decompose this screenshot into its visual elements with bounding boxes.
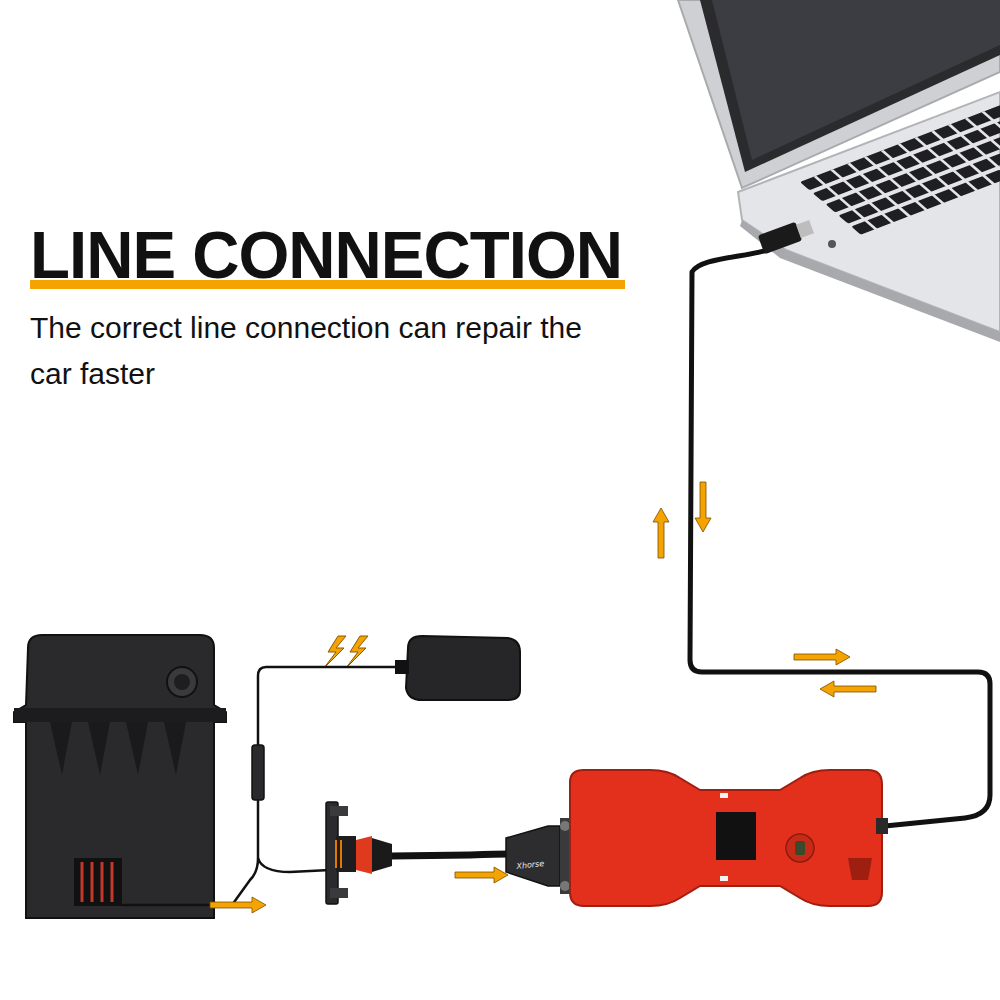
- laptop: [678, 0, 1000, 342]
- laptop: [966, 118, 1000, 171]
- lightning-bolts: [324, 636, 368, 668]
- laptop: [983, 112, 1000, 165]
- laptop: [851, 148, 1000, 235]
- obd-connector: [372, 838, 392, 872]
- obd-cable: [392, 854, 512, 856]
- db-connector: [560, 821, 570, 831]
- power-wires: [258, 858, 330, 872]
- laptop: [849, 163, 911, 216]
- laptop: [865, 157, 927, 210]
- usb-cable: [690, 250, 990, 826]
- flow-arrows: [653, 508, 669, 558]
- adapter-box: [74, 858, 122, 906]
- obd-connector: [340, 840, 342, 868]
- subheading: The correct line connection can repair t…: [30, 305, 625, 397]
- laptop: [949, 125, 1000, 178]
- lightning-bolts: [346, 636, 368, 668]
- heading: LINE CONNECTION: [30, 222, 622, 288]
- flow-arrows: [820, 681, 876, 697]
- programmer-device: [786, 834, 814, 862]
- power-adapter: [406, 636, 520, 700]
- power-wires: [258, 667, 396, 745]
- usb-plug: [758, 220, 814, 254]
- flow-arrows: [455, 867, 508, 883]
- flow-arrows: [210, 482, 876, 913]
- db-connector: [506, 818, 570, 894]
- obd-connector: [335, 840, 337, 868]
- programmer-device: [720, 793, 728, 798]
- power-adapter: [395, 660, 409, 674]
- programmer-device: [716, 812, 756, 860]
- power-adapter: [395, 636, 520, 700]
- programmer-device: [570, 770, 888, 906]
- usb-cable: [690, 250, 990, 826]
- programmer-device: [795, 841, 805, 855]
- db-connector: [506, 826, 560, 886]
- adapter-box: [164, 722, 186, 775]
- adapter-box: [88, 722, 110, 775]
- laptop: [899, 144, 961, 197]
- adapter-box: [167, 667, 197, 697]
- laptop: [800, 103, 1000, 235]
- obd-connector: [356, 836, 372, 874]
- adapter-box: [101, 862, 104, 902]
- usb-plug: [796, 220, 814, 238]
- laptop: [815, 176, 877, 229]
- power-wires: [122, 798, 258, 905]
- flow-arrows: [794, 649, 850, 665]
- adapter-box: [50, 722, 72, 775]
- adapter-box: [111, 862, 114, 902]
- programmer-device: [876, 818, 888, 834]
- adapter-box: [91, 862, 94, 902]
- obd-connector: [336, 840, 341, 868]
- programmer-device: [720, 876, 728, 881]
- programmer-device: [570, 770, 882, 906]
- adapter-box: [126, 722, 148, 775]
- laptop: [828, 240, 836, 248]
- barrel-jack: [252, 745, 264, 800]
- adapter-box: [14, 708, 226, 722]
- power-wires: [122, 667, 396, 905]
- adapter-box: [50, 722, 186, 775]
- laptop: [916, 138, 978, 191]
- lightning-bolts: [324, 636, 346, 668]
- laptop: [832, 170, 894, 223]
- db-connector: [560, 818, 570, 894]
- flow-arrows: [210, 897, 266, 913]
- laptop: [815, 112, 1000, 230]
- laptop: [740, 220, 1000, 342]
- obd-cable: [392, 854, 512, 856]
- barrel-jack: [252, 745, 264, 800]
- laptop: [933, 131, 995, 184]
- obd-connector: [326, 802, 392, 904]
- programmer-device: [848, 858, 872, 880]
- adapter-box: [14, 635, 226, 918]
- db-connector: [560, 881, 570, 891]
- adapter-box: [81, 862, 84, 902]
- obd-connector: [330, 888, 348, 898]
- flow-arrows: [695, 482, 711, 532]
- adapter-box: [14, 635, 226, 918]
- obd-connector: [330, 806, 348, 816]
- adapter-box: [82, 862, 112, 902]
- obd-connector: [336, 836, 356, 872]
- adapter-box: [174, 674, 190, 690]
- laptop: [882, 150, 944, 203]
- usb-plug: [758, 222, 802, 254]
